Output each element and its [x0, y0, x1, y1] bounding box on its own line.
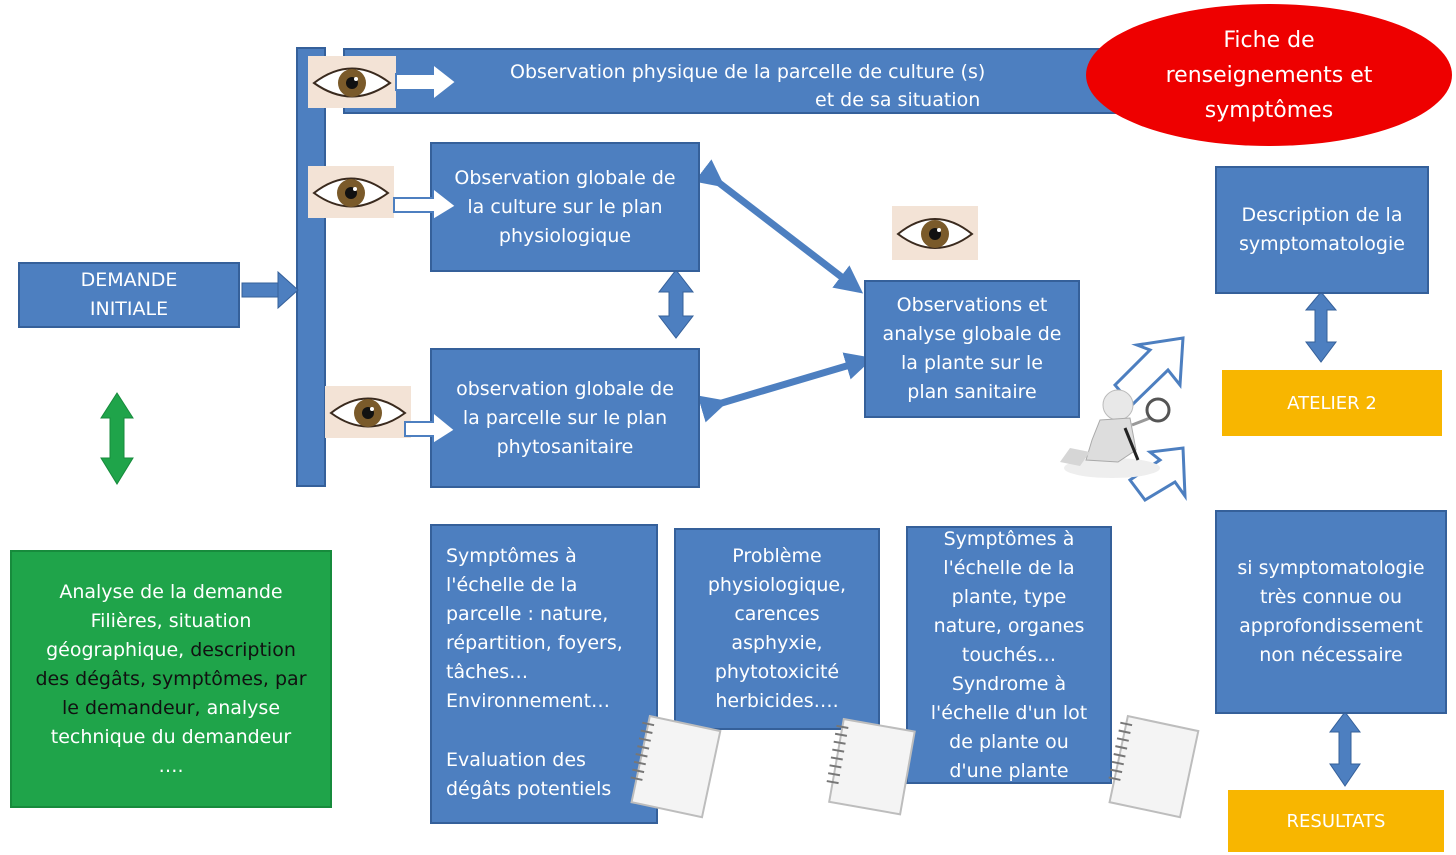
- symptomatologie-connue-box: si symptomatologie très connue ou approf…: [1215, 510, 1447, 714]
- double-arrow-description-atelier: [1304, 291, 1338, 363]
- notepad-icon: [1108, 714, 1200, 819]
- resultats-label: RESULTATS: [1286, 810, 1386, 832]
- notepad-icon: [826, 717, 916, 816]
- observation-physique-line1: Observation physique de la parcelle de c…: [510, 61, 986, 83]
- observations-analyse-plante-label: Observations et analyse globale de la pl…: [882, 294, 1062, 403]
- outline-arrow-up: [1112, 336, 1185, 408]
- observation-globale-parcelle-label: observation globale de la parcelle sur l…: [456, 377, 674, 458]
- analyse-line3-dark: description: [190, 638, 296, 661]
- demande-initiale-label: DEMANDE INITIALE: [80, 269, 178, 320]
- double-arrow-culture-parcelle: [657, 269, 695, 339]
- fiche-line3: symptômes: [1204, 97, 1334, 123]
- symptomes-plante-box: Symptômes à l'échelle de la plante, type…: [906, 526, 1112, 784]
- vertical-spine-bar: [296, 47, 326, 487]
- analyse-line1: Analyse de la demande: [59, 580, 283, 603]
- probleme-physiologique-label: Problème physiologique, carences asphyxi…: [707, 545, 847, 712]
- description-symptomatologie-box: Description de la symptomatologie: [1215, 166, 1429, 294]
- eye-icon: [892, 206, 978, 260]
- analyse-line4-dark: des dégâts, symptômes, par: [35, 667, 307, 690]
- observation-globale-culture-label: Observation globale de la culture sur le…: [454, 166, 676, 247]
- fiche-line1: Fiche de: [1223, 27, 1315, 53]
- observations-analyse-plante-box: Observations et analyse globale de la pl…: [864, 280, 1080, 418]
- analyse-line5-dark: le demandeur,: [61, 696, 207, 719]
- fiche-line2: renseignements et: [1165, 62, 1373, 88]
- double-arrow-symptomatologie-resultats: [1329, 711, 1361, 787]
- symptomes-plante-label: Symptômes à l'échelle de la plante, type…: [930, 527, 1088, 782]
- resultats-box: RESULTATS: [1228, 790, 1444, 852]
- notepad-icon: [630, 714, 722, 819]
- observation-globale-culture-box: Observation globale de la culture sur le…: [430, 142, 700, 272]
- green-double-arrow: [100, 392, 134, 485]
- observation-physique-banner: Observation physique de la parcelle de c…: [343, 48, 1123, 114]
- eye-icon: [308, 56, 458, 108]
- evaluation-degats-label: Evaluation des dégâts potentiels: [446, 749, 612, 800]
- analyse-line7: ….: [158, 754, 184, 777]
- magnifier-figure-icon: [1060, 389, 1171, 478]
- atelier-2-label: ATELIER 2: [1287, 392, 1377, 414]
- eye-icon: [325, 386, 457, 446]
- analyse-line3-white: géographique,: [46, 638, 191, 661]
- atelier-2-box: ATELIER 2: [1222, 370, 1442, 436]
- outline-arrow-down: [1127, 446, 1187, 502]
- diagonal-arrow-lower: [697, 352, 874, 423]
- diagonal-arrow-upper: [694, 159, 864, 294]
- observation-physique-line2: et de sa situation: [815, 89, 981, 111]
- analyse-line2: Filières, situation: [90, 609, 252, 632]
- analyse-demande-box: Analyse de la demande Filières, situatio…: [10, 550, 332, 808]
- symptomes-parcelle-box: Symptômes à l'échelle de la parcelle : n…: [430, 524, 658, 824]
- symptomatologie-connue-label: si symptomatologie très connue ou approf…: [1237, 557, 1425, 666]
- fiche-renseignements-ellipse: Fiche de renseignements et symptômes: [1086, 4, 1452, 146]
- demande-initiale-box: DEMANDE INITIALE: [18, 262, 240, 328]
- symptomes-parcelle-label: Symptômes à l'échelle de la parcelle : n…: [446, 545, 623, 712]
- probleme-physiologique-box: Problème physiologique, carences asphyxi…: [674, 528, 880, 730]
- arrow-demande-to-spine: [241, 270, 299, 310]
- analyse-line5-white: analyse: [206, 696, 281, 719]
- description-symptomatologie-label: Description de la symptomatologie: [1239, 204, 1405, 255]
- observation-globale-parcelle-box: observation globale de la parcelle sur l…: [430, 348, 700, 488]
- eye-icon: [308, 166, 458, 220]
- analyse-line6: technique du demandeur: [50, 725, 292, 748]
